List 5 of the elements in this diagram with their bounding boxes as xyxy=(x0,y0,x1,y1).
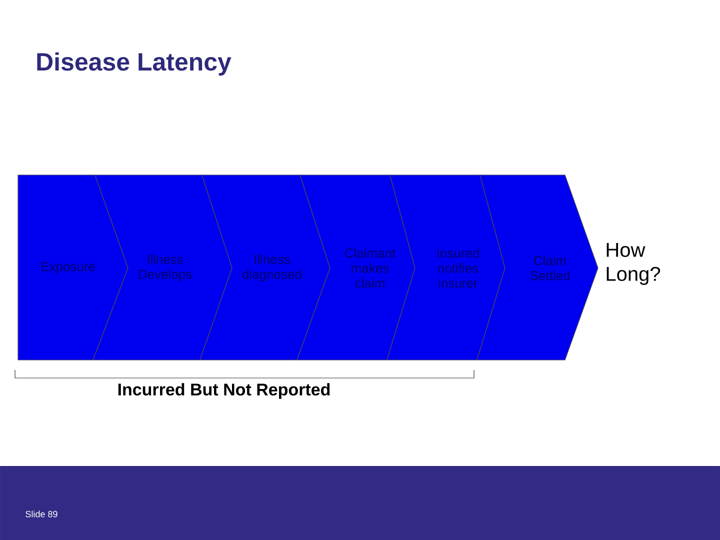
slide-number: Slide 89 xyxy=(26,510,58,518)
bracket-label: Incurred But Not Reported xyxy=(118,383,330,399)
chevron-step: Illness diagnosed xyxy=(200,174,330,360)
chevron-step: Exposure xyxy=(18,174,128,360)
title: Disease Latency xyxy=(37,52,232,76)
